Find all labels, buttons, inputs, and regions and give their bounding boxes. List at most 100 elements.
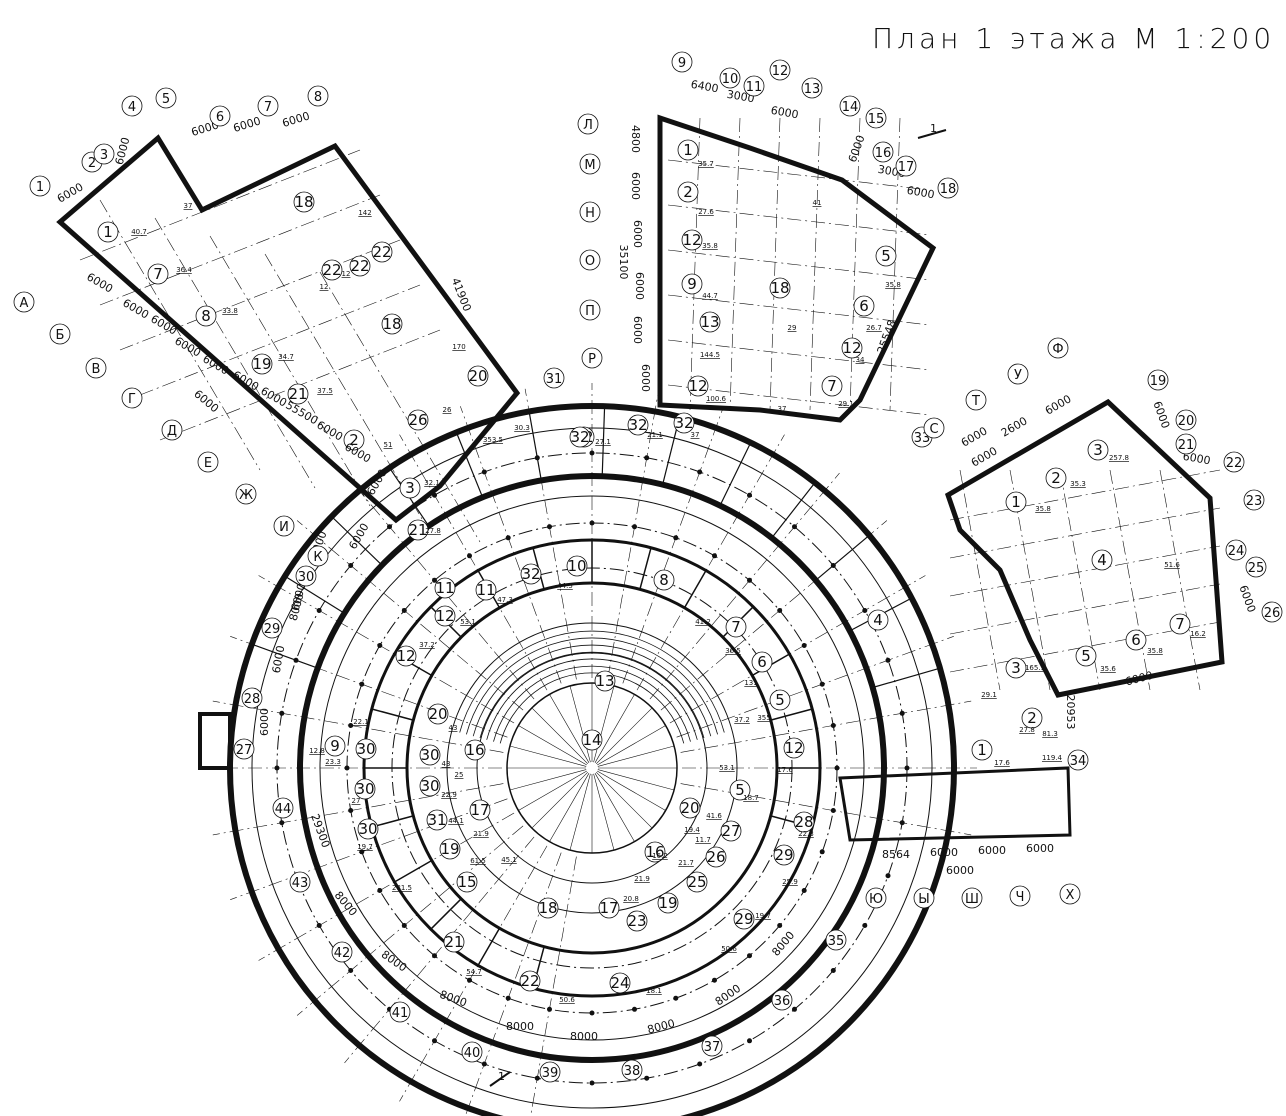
axis-marker-circle (161, 419, 183, 441)
room-number: 15 (457, 873, 476, 891)
column (316, 608, 322, 613)
room-number-circle (357, 818, 379, 840)
axis-letter: Ш (965, 892, 979, 907)
room-number: 4 (873, 611, 883, 629)
room-number-circle (679, 797, 701, 819)
room-area: 53.1 (460, 618, 476, 626)
dimension-value: 2600 (999, 414, 1030, 439)
room-number-circle (677, 139, 699, 161)
column (747, 492, 752, 498)
axis-letter: Ч (1016, 890, 1025, 905)
dimension-value: 6000 (631, 316, 644, 344)
room-number-circle (751, 651, 773, 673)
dimension-value: 6000 (258, 708, 271, 736)
room-area: 50.6 (559, 996, 575, 1004)
dimension-value: 6000 (258, 384, 289, 409)
room-number: 7 (731, 618, 741, 636)
axis-marker-circle (1009, 885, 1031, 907)
dimension-value: 6000 (770, 104, 800, 122)
room-area: 29.1 (838, 400, 854, 408)
room-area: 34.7 (278, 353, 294, 361)
auditorium-ring-1 (446, 622, 738, 914)
column (534, 455, 540, 461)
radial-partition (371, 815, 414, 828)
wing-axis-line (1109, 469, 1151, 691)
room-area: 21.9 (473, 830, 489, 838)
room-area: 35.8 (702, 242, 718, 250)
radial-partition (872, 667, 941, 689)
radial-axis-line (230, 798, 508, 900)
room-number-circle (644, 841, 666, 863)
column (316, 923, 322, 928)
radial-partition (394, 859, 433, 883)
axis-letter: А (20, 296, 29, 311)
room-number-circle (769, 277, 791, 299)
axis-marker-circle (121, 387, 143, 409)
room-area: 21.7 (678, 859, 694, 867)
column (862, 923, 868, 928)
room-area: 47.3 (497, 596, 513, 604)
room-number-circle (657, 892, 679, 914)
hall-spoke (549, 773, 590, 842)
column (348, 723, 354, 728)
column (830, 968, 836, 973)
axis-marker-circle (865, 887, 887, 909)
room-number-circle (439, 838, 461, 860)
column (830, 808, 836, 813)
room-number-circle (355, 738, 377, 760)
axis-marker-circle (1067, 749, 1089, 771)
dimension-value: 6000 (629, 172, 642, 200)
column (697, 1061, 703, 1067)
radial-partition (477, 927, 501, 966)
axis-marker-circle (1223, 451, 1245, 473)
room-area: 23.3 (325, 758, 341, 766)
axis-marker-circle (577, 113, 599, 135)
axis-number: 36 (774, 994, 791, 1009)
section-mark-line (917, 129, 947, 139)
room-area: 37 (184, 202, 193, 210)
room-number-circle (427, 703, 449, 725)
axis-number: 42 (334, 946, 351, 961)
room-number-circle (537, 897, 559, 919)
axis-marker-circle (121, 95, 143, 117)
axis-marker-circle (701, 1035, 723, 1057)
axis-letter: Н (585, 206, 595, 221)
axis-marker-circle (1175, 433, 1197, 455)
room-area: 37 (691, 431, 700, 439)
column (862, 608, 868, 613)
wing-axis-line (667, 384, 931, 416)
room-area: 353.5 (483, 436, 503, 444)
dimension-value: 6000 (314, 418, 345, 443)
dimension-value: 6000 (232, 114, 263, 135)
room-number-circle (464, 739, 486, 761)
room-area: 19.7 (357, 843, 373, 851)
axis-letter: Ю (869, 892, 883, 907)
room-number: 20 (428, 705, 447, 723)
column (505, 995, 511, 1001)
axis-marker-circle (233, 738, 255, 760)
room-number: 18 (538, 899, 557, 917)
hall-spoke (569, 685, 591, 763)
axis-letter: Л (583, 118, 593, 133)
column (467, 553, 472, 559)
axis-marker-circle (621, 1059, 643, 1081)
room-number: 19 (440, 840, 459, 858)
axis-marker-circle (865, 107, 887, 129)
room-number: 22 (520, 972, 539, 990)
column (274, 765, 280, 771)
room-area: 30.3 (514, 424, 530, 432)
axis-marker-circle (579, 249, 601, 271)
room-number-circle (443, 931, 465, 953)
wing-axis-line (729, 117, 741, 411)
room-number-circle (147, 263, 169, 285)
radial-axis-line (460, 406, 562, 684)
column (481, 469, 487, 475)
room-area: 81.3 (1042, 730, 1058, 738)
room-area: 37.5 (317, 387, 333, 395)
room-number: 18 (294, 193, 313, 211)
wing-axis-line (1159, 469, 1201, 691)
wing-axis-line (99, 194, 381, 306)
hall-spoke (549, 694, 590, 763)
column (279, 820, 285, 826)
column (777, 923, 783, 928)
